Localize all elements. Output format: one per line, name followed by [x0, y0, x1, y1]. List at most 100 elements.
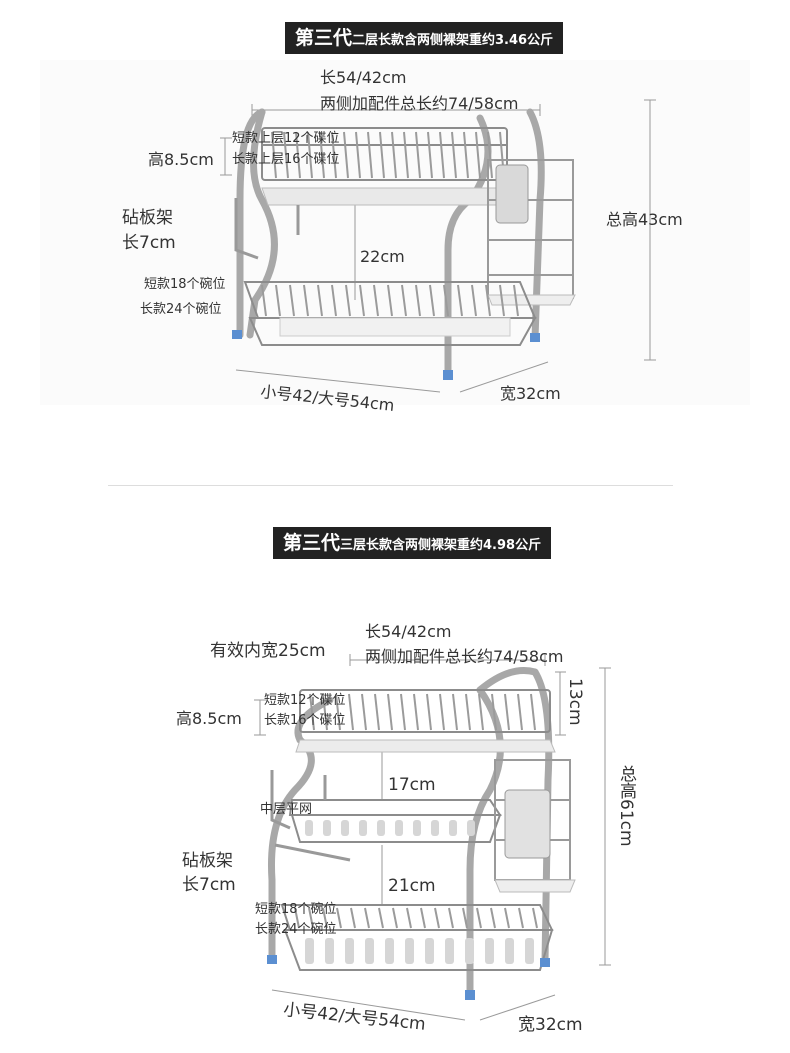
rack-tine	[517, 693, 523, 731]
rack-tine	[331, 131, 337, 179]
rack-tine	[530, 693, 536, 731]
product1-length: 长54/42cm	[320, 68, 407, 87]
rack-tine	[465, 693, 471, 731]
rack-tine	[392, 907, 398, 929]
rack-tine	[406, 907, 412, 929]
rack-tine	[532, 907, 538, 929]
rack-tine	[451, 131, 457, 179]
rack-tine	[504, 907, 510, 929]
product2-total-height: 总高61cm	[616, 765, 636, 847]
rack-tine	[367, 131, 373, 179]
rack-tine	[443, 284, 449, 317]
product2-total-length: 两侧加配件总长约74/58cm	[365, 647, 564, 666]
rack-tine	[359, 284, 365, 317]
rack-tine	[343, 131, 349, 179]
product1-plates-short: 短款上层12个碟位	[232, 131, 340, 146]
product2-plates-short: 短款12个碟位	[264, 693, 346, 708]
product2-top-height: 13cm	[565, 678, 585, 726]
rack-tine	[387, 693, 393, 731]
rack-tine	[322, 693, 328, 731]
rack-tine	[420, 907, 426, 929]
rack-slot	[467, 820, 475, 836]
rack-tine	[283, 131, 289, 179]
rack-slot	[359, 820, 367, 836]
rack-tine	[401, 284, 407, 317]
rack-tine	[391, 131, 397, 179]
product2-height-small: 高8.5cm	[176, 709, 242, 728]
rack-tine	[271, 131, 277, 179]
product1-bowls-long: 长款24个碗位	[140, 302, 222, 317]
rack-tine	[499, 284, 505, 317]
rack-slot	[345, 938, 354, 964]
rack-tine	[308, 907, 314, 929]
rack-tine	[336, 907, 342, 929]
rack-tine	[487, 131, 493, 179]
rack-slot	[305, 820, 313, 836]
rack-tine	[317, 284, 323, 317]
product2-mid-net: 中层平网	[260, 802, 313, 817]
rack-tine	[309, 693, 315, 731]
rack-slot	[449, 820, 457, 836]
rack-slot	[325, 938, 334, 964]
rack-tine	[415, 284, 421, 317]
rack-slot	[413, 820, 421, 836]
rack-tine	[413, 693, 419, 731]
rack-tine	[452, 693, 458, 731]
rack-tine	[295, 131, 301, 179]
product1-gap: 22cm	[360, 247, 405, 266]
rack-slot	[323, 820, 331, 836]
rack-tine	[373, 284, 379, 317]
product2-bowls-short: 短款18个碗位	[255, 902, 337, 917]
product2-title-main: 第三代	[283, 532, 341, 554]
rack-slot	[377, 820, 385, 836]
rack-tine	[485, 284, 491, 317]
rack-slot	[385, 938, 394, 964]
product1-cutting-board: 砧板架	[122, 208, 173, 228]
product1-width: 宽32cm	[500, 384, 561, 403]
product1-total-height: 总高43cm	[606, 210, 683, 229]
rack-tine	[374, 693, 380, 731]
rack-tine	[476, 907, 482, 929]
rack-tine	[462, 907, 468, 929]
rack-slot	[525, 938, 534, 964]
product2-plates-long: 长款16个碟位	[264, 713, 346, 728]
product2-title-sub: 三层长款含两侧裸架重约4.98公斤	[340, 538, 542, 553]
rack-slot	[425, 938, 434, 964]
section-divider	[108, 485, 673, 486]
rack-tine	[475, 131, 481, 179]
rack-tine	[513, 284, 519, 317]
rack-tine	[518, 907, 524, 929]
rack-tine	[319, 131, 325, 179]
rack-tine	[490, 907, 496, 929]
rack-tine	[448, 907, 454, 929]
rack-tine	[350, 907, 356, 929]
product2-bowls-long: 长款24个碗位	[255, 922, 337, 937]
rack-tine	[403, 131, 409, 179]
rack-tine	[355, 131, 361, 179]
rack-slot	[465, 938, 474, 964]
rack-tine	[322, 907, 328, 929]
rack-tine	[426, 693, 432, 731]
rack-tine	[434, 907, 440, 929]
product2-inner-width: 有效内宽25cm	[210, 641, 326, 661]
rack-tine	[491, 693, 497, 731]
product1-cutting-board-length: 长7cm	[122, 233, 176, 253]
rack-slot	[445, 938, 454, 964]
product2-length: 长54/42cm	[365, 622, 452, 641]
rack-tine	[303, 284, 309, 317]
rack-tine	[335, 693, 341, 731]
rack-slot	[365, 938, 374, 964]
product2-gap1: 17cm	[388, 775, 436, 795]
rack-tine	[307, 131, 313, 179]
rack-tine	[378, 907, 384, 929]
rack-tine	[361, 693, 367, 731]
product1-plates-long: 长款上层16个碟位	[232, 152, 340, 167]
rack-tine	[439, 693, 445, 731]
rack-tine	[463, 131, 469, 179]
rack-tine	[345, 284, 351, 317]
product1-height-small: 高8.5cm	[148, 150, 214, 169]
product2-width: 宽32cm	[518, 1015, 583, 1035]
rack-tine	[331, 284, 337, 317]
rack-slot	[431, 820, 439, 836]
